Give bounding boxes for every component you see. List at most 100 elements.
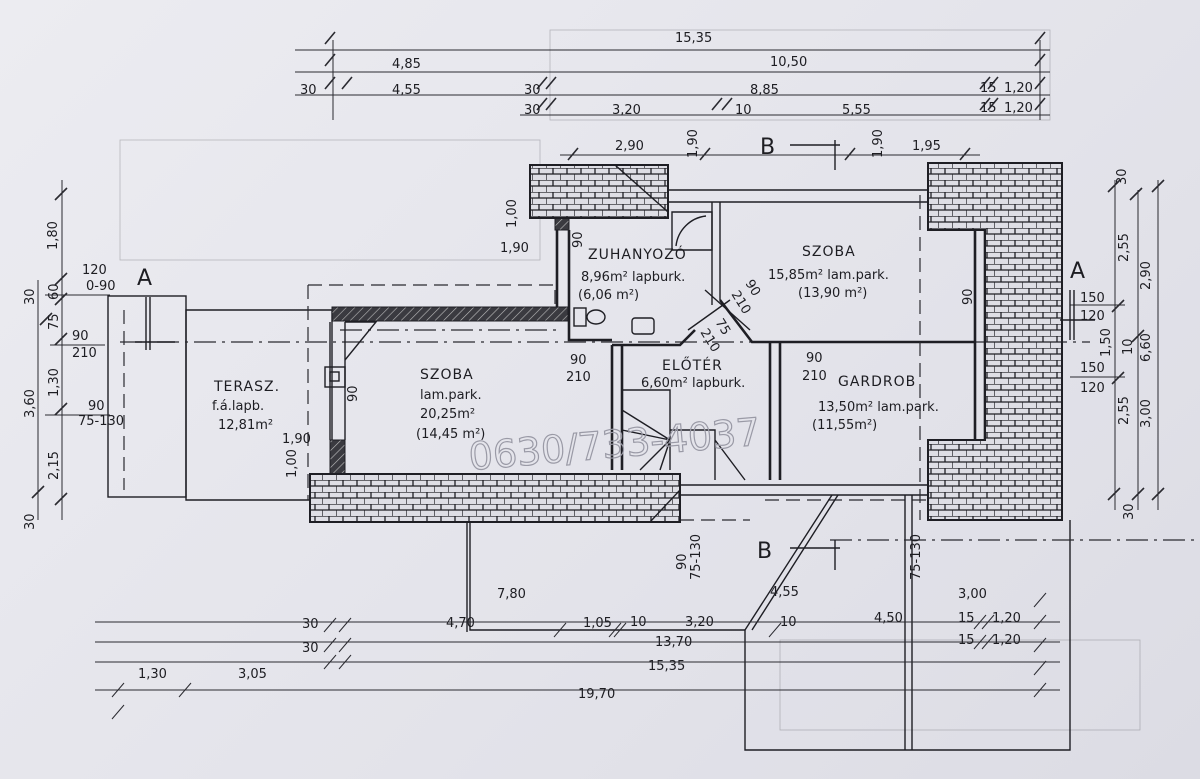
- dimension-label: 90: [88, 399, 105, 414]
- dimension-lines-top: [295, 31, 1050, 161]
- dimension-label: 30: [524, 103, 541, 118]
- room-net-area: (13,90 m²): [798, 286, 867, 301]
- dimension-label: 19,70: [578, 687, 615, 702]
- dimension-label: 10: [1121, 338, 1136, 355]
- dimension-label: 15: [980, 101, 997, 116]
- dimension-label: 15,35: [648, 659, 685, 674]
- room-name: TERASZ.: [213, 379, 280, 395]
- dimension-label: 1,90: [871, 129, 886, 158]
- dimension-label: 90: [570, 353, 587, 368]
- terrace-left-box: [107, 295, 187, 498]
- dimension-tick: [323, 617, 337, 633]
- dimension-label: 1,50: [1099, 328, 1114, 357]
- dimension-label: 15: [958, 611, 975, 626]
- dimension-tick: [1033, 637, 1047, 653]
- section-marker-b-top: B: [760, 135, 775, 160]
- dimension-label: 15: [958, 633, 975, 648]
- dimension-label: 210: [566, 370, 591, 385]
- dimension-label: 1,20: [1004, 81, 1033, 96]
- dimension-label: 120: [82, 263, 107, 278]
- room-area: f.á.lapb.: [212, 399, 264, 414]
- room-area: 6,60m² lapburk.: [641, 376, 745, 391]
- dimension-label: 2,90: [615, 139, 644, 154]
- dimension-tick: [338, 654, 352, 670]
- room-name: ELŐTÉR: [662, 356, 723, 374]
- dimension-label: 1,90: [282, 432, 311, 447]
- dimension-label: 7,80: [497, 587, 526, 602]
- dimension-label: 3,05: [238, 667, 267, 682]
- dimension-tick: [338, 617, 352, 633]
- dimension-label: 15: [980, 81, 997, 96]
- dimension-label: 4,55: [770, 585, 799, 600]
- dimension-label: 3,60: [23, 389, 38, 418]
- dimension-label: 2,90: [1139, 261, 1154, 290]
- dimension-tick: [768, 622, 782, 638]
- dimension-label: 6,60: [1139, 333, 1154, 362]
- dimension-label: 2,55: [1117, 233, 1132, 262]
- dimension-label: 1,80: [46, 221, 61, 250]
- dimension-label: 0-90: [86, 279, 116, 294]
- dimension-label: 90: [742, 277, 763, 299]
- dimension-label: 1,20: [1004, 101, 1033, 116]
- section-markers: [135, 140, 1095, 570]
- dimension-label: 75: [712, 316, 733, 338]
- dimension-tick: [553, 622, 567, 638]
- room-szoba-right: SZOBA 15,85m² lam.park. (13,90 m²): [768, 244, 889, 301]
- dimension-label: 30: [524, 83, 541, 98]
- dimension-label: 1,30: [138, 667, 167, 682]
- room-net-area: 20,25m²: [420, 407, 475, 422]
- dimension-label: 1,20: [992, 611, 1021, 626]
- dimension-lines-side: [31, 179, 1165, 520]
- watermark: 0630/733-4037: [467, 410, 762, 479]
- section-marker-a-left: A: [137, 266, 152, 291]
- section-marker-b-bottom: B: [757, 539, 772, 564]
- dimension-tick: [981, 614, 995, 630]
- dimension-label: 5,55: [842, 103, 871, 118]
- dimension-label: 2,55: [1117, 396, 1132, 425]
- dimension-label: 90: [72, 329, 89, 344]
- room-gardrob: GARDROB 13,50m² lam.park. (11,55m²): [812, 374, 939, 433]
- section-marker-a-right: A: [1070, 259, 1085, 284]
- dimension-label: 4,85: [392, 57, 421, 72]
- room-name: SZOBA: [420, 367, 474, 383]
- room-area: 13,50m² lam.park.: [818, 400, 939, 415]
- room-area: lam.park.: [420, 388, 482, 403]
- dimension-label: 4,50: [874, 611, 903, 626]
- dimension-label: 210: [72, 346, 97, 361]
- dimension-label: 1,20: [992, 633, 1021, 648]
- dimension-label: 120: [1080, 381, 1105, 396]
- dimension-label: 30: [1122, 503, 1137, 520]
- dimension-label: 1,90: [500, 241, 529, 256]
- dimension-tick: [323, 654, 337, 670]
- room-name: ZUHANYOZÓ: [588, 245, 687, 263]
- room-terasz: TERASZ. f.á.lapb. 12,81m²: [212, 379, 280, 433]
- room-net-area-2: (14,45 m²): [416, 427, 485, 442]
- dimension-tick: [111, 704, 125, 720]
- dimension-label: 30: [23, 288, 38, 305]
- dimension-tick: [1033, 682, 1047, 698]
- dimension-label: 30: [300, 83, 317, 98]
- dimension-label: 1,05: [583, 616, 612, 631]
- dimension-tick: [1033, 614, 1047, 630]
- dimension-label: 75: [47, 313, 62, 330]
- roof-tiles: [309, 162, 1063, 523]
- room-szoba-left: SZOBA lam.park. 20,25m² (14,45 m²): [416, 367, 485, 442]
- dimension-label: 4,70: [446, 616, 475, 631]
- dimension-label: 1,90: [686, 129, 701, 158]
- dimension-label: 210: [802, 369, 827, 384]
- dimension-label: 30: [1115, 168, 1130, 185]
- dimension-label: 120: [1080, 309, 1105, 324]
- dimension-label: 2,15: [47, 451, 62, 480]
- dimension-label: 3,00: [1139, 399, 1154, 428]
- dimension-label: 15,35: [675, 31, 712, 46]
- room-area: 15,85m² lam.park.: [768, 268, 889, 283]
- dimension-label: 10,50: [770, 55, 807, 70]
- room-net-area: 12,81m²: [218, 418, 273, 433]
- room-name: SZOBA: [802, 244, 856, 260]
- dimension-label: 3,20: [612, 103, 641, 118]
- dimension-label: 3,00: [958, 587, 987, 602]
- dimension-tick: [973, 614, 987, 630]
- dimension-label: 30: [23, 513, 38, 530]
- dimension-label: 90: [961, 288, 976, 305]
